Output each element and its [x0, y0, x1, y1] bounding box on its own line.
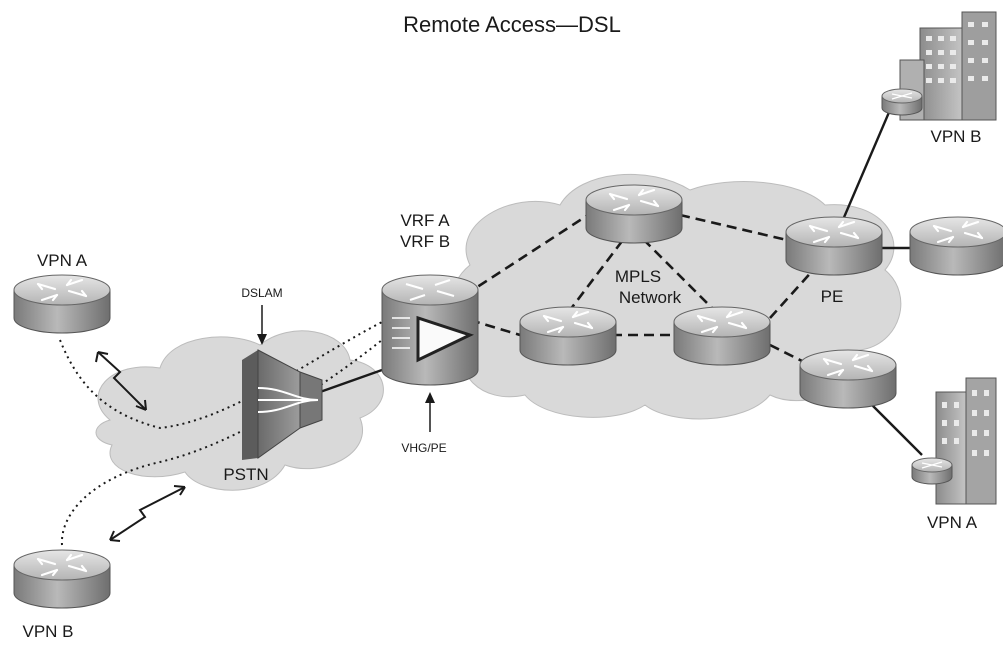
- vhg-pe-router: [381, 274, 479, 386]
- dslam-label: DSLAM: [241, 286, 282, 300]
- mpls-core-router-left: [518, 305, 618, 367]
- mpls-label-line2: Network: [619, 288, 682, 307]
- dotted-links: [59, 321, 383, 546]
- vrf-a-label: VRF A: [400, 211, 450, 230]
- external-router-right: [908, 215, 1003, 277]
- vrf-b-label: VRF B: [400, 232, 450, 251]
- mpls-label-line1: MPLS: [615, 267, 661, 286]
- dslam-device: [242, 349, 323, 460]
- diagram-title: Remote Access—DSL: [403, 12, 621, 37]
- vpn-b-left-router: [12, 548, 112, 610]
- pstn-label: PSTN: [223, 465, 268, 484]
- vpn-a-site-router: [911, 457, 953, 485]
- vpn-a-left-router: [12, 273, 112, 335]
- solid-links: [319, 109, 923, 456]
- vpn-a-site-building: [935, 377, 997, 505]
- pe-router-lower: [798, 348, 898, 410]
- mpls-core-router-top: [584, 183, 684, 245]
- dialup-bolts: [95, 351, 186, 542]
- pe-label: PE: [821, 287, 844, 306]
- vpn-a-right-label: VPN A: [927, 513, 978, 532]
- vpn-b-right-label: VPN B: [930, 127, 981, 146]
- vpn-b-site-router: [881, 88, 923, 116]
- vhg-pe-label: VHG/PE: [401, 441, 446, 455]
- pstn-cloud: [95, 330, 384, 491]
- pe-router: [784, 215, 884, 277]
- vpn-a-left-label: VPN A: [37, 251, 88, 270]
- vpn-b-left-label: VPN B: [22, 622, 73, 641]
- mpls-core-router-right: [672, 305, 772, 367]
